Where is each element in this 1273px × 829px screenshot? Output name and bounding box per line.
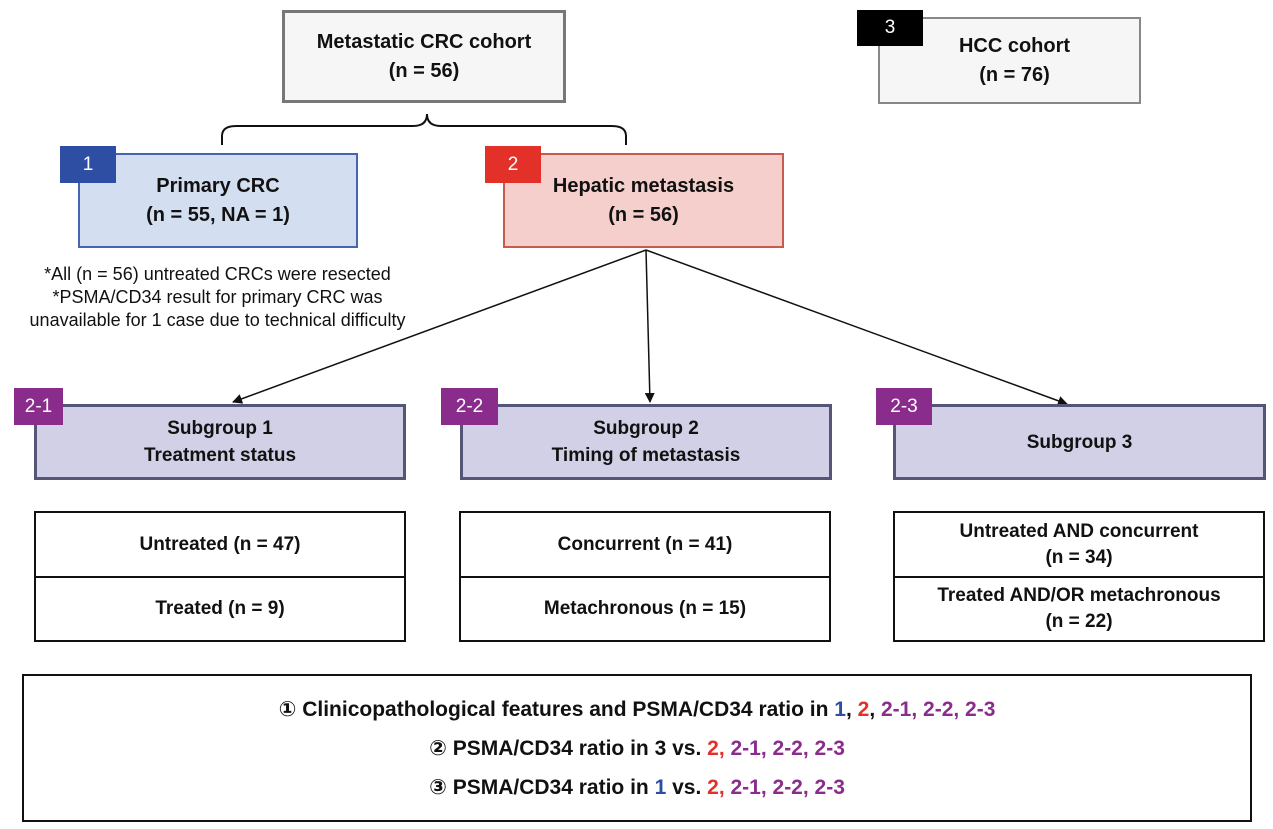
analysis-line-2: ② PSMA/CD34 ratio in 3 vs. 2, 2-1, 2-2, …: [429, 736, 845, 760]
crc-cohort-count: (n = 56): [388, 59, 460, 82]
subgroup-3-tag: 2-3: [876, 388, 932, 425]
hcc-cohort-title: HCC cohort: [958, 34, 1071, 57]
subgroup-3-title: Subgroup 3: [1026, 431, 1133, 453]
primary-crc-count: (n = 55, NA = 1): [146, 203, 290, 226]
subgroup-3-row-untreated-concurrent: Untreated AND concurrent (n = 34): [893, 511, 1265, 578]
subgroup-1-tag: 2-1: [14, 388, 63, 425]
crc-cohort-title: Metastatic CRC cohort: [316, 30, 532, 53]
hepatic-metastasis-tag: 2: [485, 146, 541, 183]
subgroup-3-row-treated-metachronous: Treated AND/OR metachronous (n = 22): [893, 576, 1265, 642]
subgroup-1-box: Subgroup 1 Treatment status: [34, 404, 406, 480]
hepatic-metastasis-box: Hepatic metastasis (n = 56): [503, 153, 784, 248]
analysis-line-3: ③ PSMA/CD34 ratio in 1 vs. 2, 2-1, 2-2, …: [429, 775, 845, 799]
footnote-resected: *All (n = 56) untreated CRCs were resect…: [44, 264, 391, 284]
hepatic-metastasis-title: Hepatic metastasis: [552, 174, 735, 197]
footnote-psma-2: unavailable for 1 case due to technical …: [29, 310, 406, 330]
subgroup-1-row-untreated: Untreated (n = 47): [34, 511, 406, 578]
subgroup-2-row-metachronous: Metachronous (n = 15): [459, 576, 831, 642]
hcc-cohort-tag: 3: [857, 10, 923, 46]
primary-crc-title: Primary CRC: [156, 174, 280, 197]
subgroup-2-subtitle: Timing of metastasis: [551, 445, 741, 466]
arrow-to-subgroup-3: [645, 249, 1068, 406]
primary-crc-tag: 1: [60, 146, 116, 183]
subgroup-2-row-concurrent: Concurrent (n = 41): [459, 511, 831, 578]
analysis-summary-box: ① Clinicopathological features and PSMA/…: [22, 674, 1252, 822]
footnote-psma-1: *PSMA/CD34 result for primary CRC was: [52, 287, 383, 307]
cohort-brace: [221, 113, 627, 145]
arrow-to-subgroup-2: [644, 249, 655, 403]
hcc-cohort-count: (n = 76): [979, 63, 1050, 86]
crc-cohort-box: Metastatic CRC cohort (n = 56): [282, 10, 566, 103]
analysis-line-1: ① Clinicopathological features and PSMA/…: [278, 697, 996, 721]
subgroup-1-title: Subgroup 1: [167, 418, 273, 439]
subgroup-3-box: Subgroup 3: [893, 404, 1266, 480]
subgroup-1-row-treated: Treated (n = 9): [34, 576, 406, 642]
subgroup-2-box: Subgroup 2 Timing of metastasis: [460, 404, 832, 480]
arrow-to-subgroup-1: [232, 249, 647, 404]
primary-crc-box: Primary CRC (n = 55, NA = 1): [78, 153, 358, 248]
subgroup-2-title: Subgroup 2: [593, 418, 699, 439]
subgroup-2-tag: 2-2: [441, 388, 498, 425]
footnotes: *All (n = 56) untreated CRCs were resect…: [0, 263, 435, 332]
subgroup-1-subtitle: Treatment status: [143, 445, 297, 466]
hepatic-metastasis-count: (n = 56): [608, 203, 679, 226]
